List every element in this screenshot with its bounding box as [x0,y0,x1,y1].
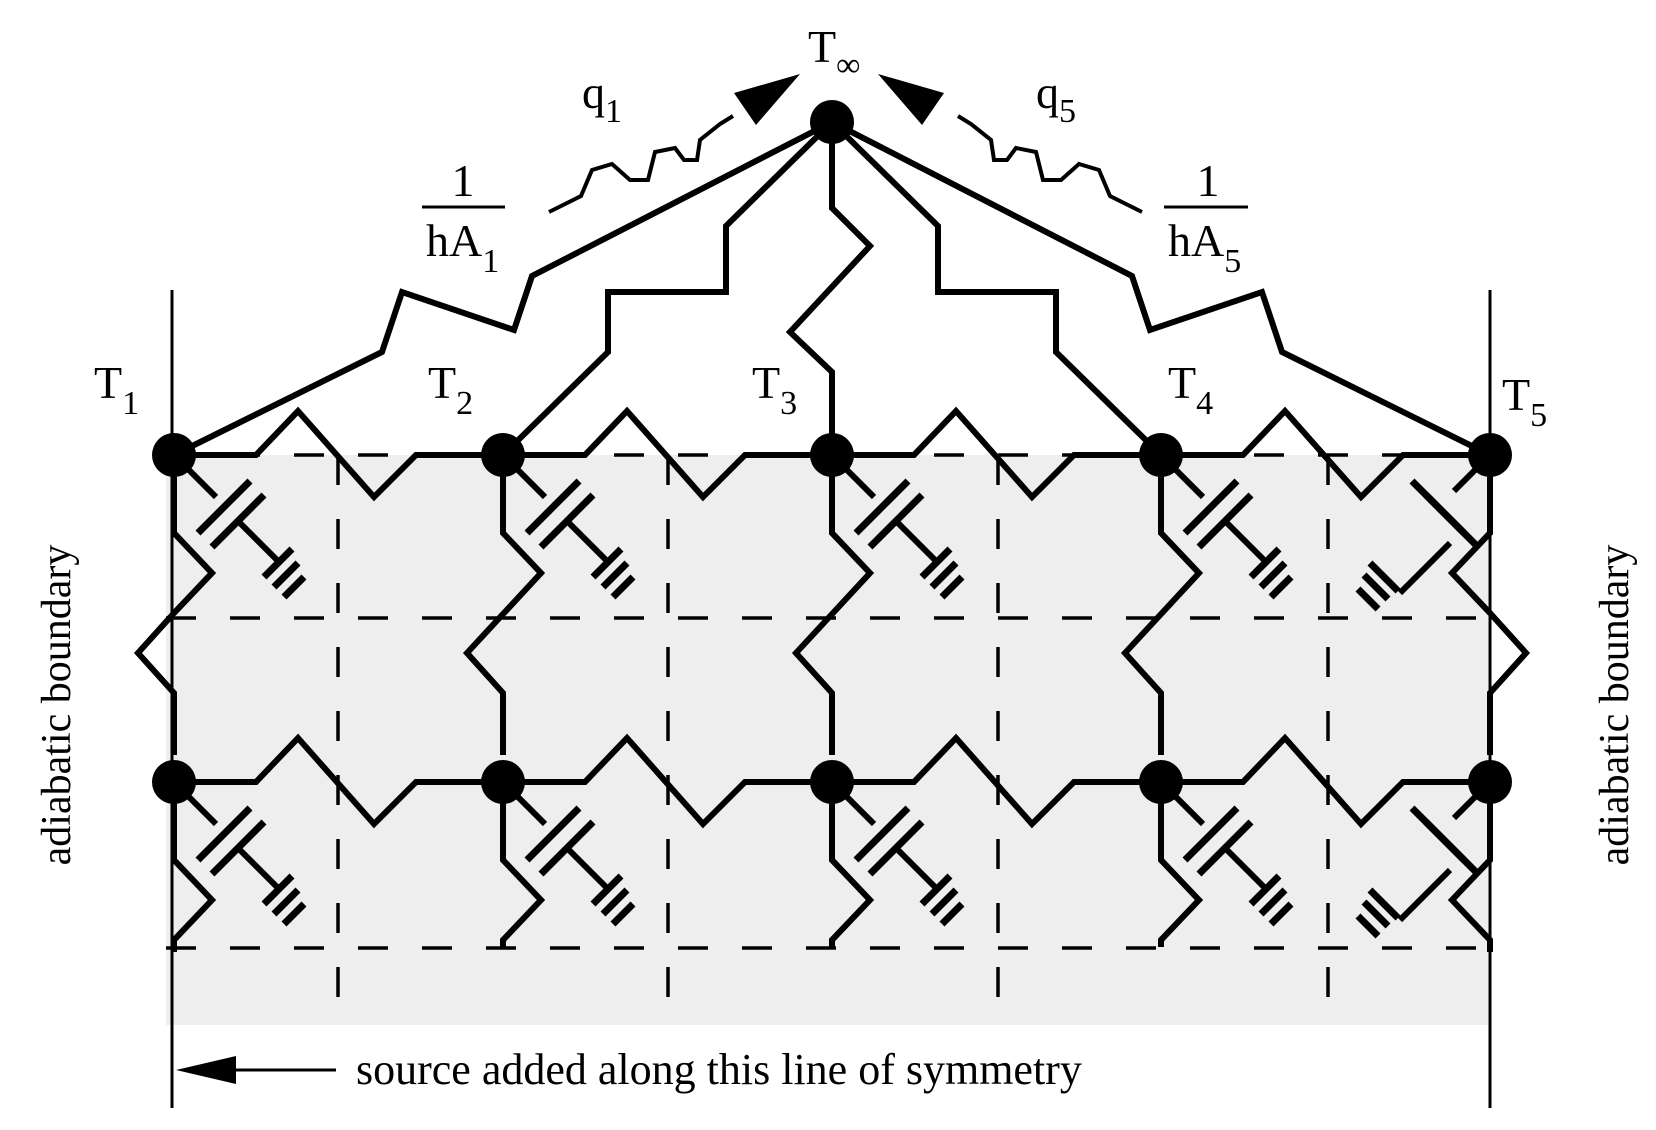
horizontal-resistor [174,406,503,502]
horizontal-resistor [503,733,832,829]
node-t1 [152,433,196,477]
node-row2-col5 [1468,760,1512,804]
resistance-left-denominator: hA1 [426,215,499,280]
label-t-infinity: T∞ [808,21,860,84]
boundary-resistor [1447,455,1531,755]
q1-heat-flow-arrow [548,74,800,214]
node-dots [152,100,1512,804]
vertical-resistor [829,782,875,947]
horizontal-resistor [832,406,1161,502]
label-q1: q1 [582,67,622,130]
node-capacitor [829,452,965,600]
vertical-resistor [791,455,875,755]
label-t1: T1 [94,357,139,422]
convection-resistor [830,119,1492,458]
node-capacitor [171,779,307,927]
horizontal-resistor [503,406,832,502]
vertical-resistor [1120,455,1204,755]
resistance-left-numerator: 1 [452,155,475,206]
node-t4 [1139,433,1183,477]
right-boundary-label: adiabatic boundary [1592,545,1638,866]
resistance-label-right: 1 hA5 [1164,155,1248,280]
node-t2 [481,433,525,477]
symmetry-source-arrow [176,1056,336,1084]
conduction-resistor-network [133,406,1531,952]
horizontal-resistor [832,733,1161,829]
vertical-resistor [462,455,546,755]
node-t3 [810,433,854,477]
convection-resistors [172,119,1492,458]
node-t-infinity [810,100,854,144]
node-row2-col2 [481,760,525,804]
label-t4: T4 [1168,357,1213,422]
convection-resistor [500,119,835,458]
label-t2: T2 [428,357,473,422]
label-t3: T3 [752,357,797,422]
label-q5: q5 [1036,67,1076,130]
node-row2-col4 [1139,760,1183,804]
symmetry-note: source added along this line of symmetry [356,1045,1082,1094]
convection-resistor [829,119,1164,458]
horizontal-resistor [174,733,503,829]
resistance-label-left: 1 hA1 [422,155,505,280]
node-capacitor [1355,779,1493,939]
horizontal-resistor [1161,733,1490,829]
vertical-resistor [500,782,546,947]
resistance-right-denominator: hA5 [1168,215,1241,280]
left-boundary-label: adiabatic boundary [34,545,80,866]
node-capacitor [1355,452,1493,612]
horizontal-resistor [1161,406,1490,502]
vertical-resistor [1158,782,1204,947]
node-row2-col3 [810,760,854,804]
label-t5: T5 [1502,369,1547,434]
convection-resistor [172,119,834,458]
node-t5 [1468,433,1512,477]
boundary-resistor [171,782,217,952]
boundary-resistor [133,455,217,755]
solid-region [166,455,1488,1025]
q5-heat-flow-arrow [878,74,1143,214]
node-row2-col1 [152,760,196,804]
boundary-resistor [1447,782,1493,952]
convection-resistor [785,122,875,455]
node-capacitor [1158,452,1294,600]
node-capacitor [1158,779,1294,927]
resistance-right-numerator: 1 [1197,155,1220,206]
